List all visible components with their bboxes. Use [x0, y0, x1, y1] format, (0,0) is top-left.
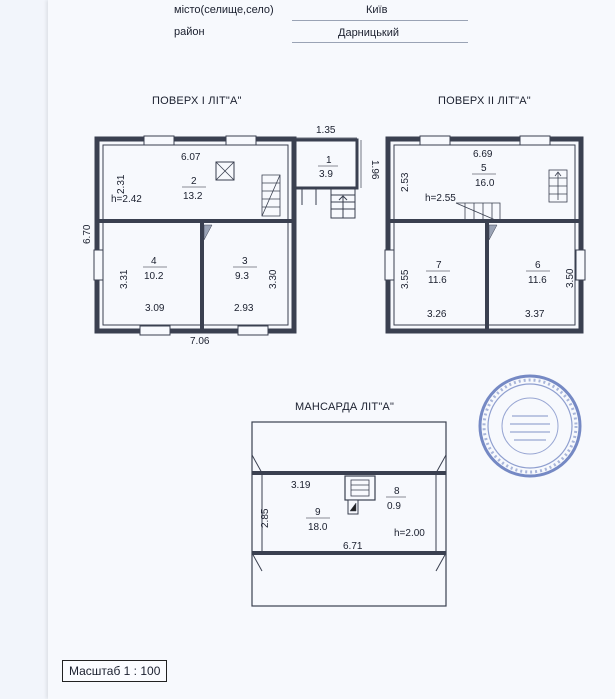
floor2-landing-stair-icon	[455, 202, 501, 223]
scale-label: Масштаб 1 : 100	[62, 660, 168, 682]
room6-h: 3.50	[565, 268, 576, 288]
floor1-stair-icon	[261, 174, 281, 217]
room2-area: 13.2	[183, 191, 203, 202]
district-underline	[292, 42, 468, 43]
room3-w: 2.93	[234, 303, 254, 314]
floor1-dim-bottom: 7.06	[190, 336, 210, 347]
room7-area: 11.6	[428, 275, 447, 286]
floor1-dim-vestibule-h: 1.96	[369, 160, 380, 180]
attic-dim-top: 3.19	[291, 480, 311, 491]
room4-area: 10.2	[144, 271, 164, 282]
room5-area: 16.0	[475, 178, 495, 189]
room7-num: 7	[436, 260, 442, 271]
attic-height: h=2.00	[394, 528, 425, 539]
room5-num: 5	[481, 163, 487, 174]
room4-num: 4	[151, 256, 157, 267]
room9-area: 18.0	[308, 522, 328, 533]
floor1-plan	[93, 135, 362, 336]
room7-h: 3.55	[400, 269, 411, 289]
city-underline	[292, 20, 468, 21]
room4-h: 3.31	[119, 269, 130, 289]
room2-num: 2	[191, 176, 197, 187]
floor2-plan	[384, 135, 586, 334]
floor1-dim-vestibule-w: 1.35	[316, 125, 336, 136]
floor2-stair-icon	[548, 169, 568, 203]
district-label: район	[174, 26, 205, 38]
room3-h: 3.30	[268, 269, 279, 289]
room1-area: 3.9	[319, 169, 333, 180]
attic-plan	[251, 421, 447, 607]
room3-num: 3	[242, 256, 248, 267]
city-value: Київ	[366, 4, 388, 16]
room7-w: 3.26	[427, 309, 447, 320]
floor1-dim-top: 6.07	[181, 152, 201, 163]
floor1-height: h=2.42	[111, 194, 142, 205]
attic-outline	[251, 421, 447, 607]
floor1-dim-room2-h: 2.31	[116, 174, 127, 194]
room8-num: 8	[394, 486, 400, 497]
vestibule-steps-icon	[301, 187, 356, 219]
city-label: місто(селище,село)	[174, 4, 274, 16]
attic-title: МАНСАРДА ЛІТ"А"	[295, 401, 395, 413]
room9-num: 9	[315, 507, 321, 518]
room6-num: 6	[535, 260, 541, 271]
room6-area: 11.6	[528, 275, 547, 286]
attic-dim-left: 2.85	[260, 508, 271, 528]
floor1-vestibule	[293, 138, 359, 190]
attic-stair-icon	[344, 475, 376, 501]
document-sheet	[48, 0, 615, 699]
room3-area: 9.3	[235, 271, 249, 282]
floor1-dim-left: 6.70	[82, 224, 93, 244]
floor2-dim-top: 6.69	[473, 149, 493, 160]
official-stamp-icon	[478, 374, 582, 478]
room4-w: 3.09	[145, 303, 165, 314]
floor2-title: ПОВЕРХ ІІ ЛІТ"А"	[438, 95, 531, 107]
room6-w: 3.37	[525, 309, 545, 320]
room8-area: 0.9	[387, 501, 401, 512]
floor1-title: ПОВЕРХ І ЛІТ"А"	[152, 95, 242, 107]
floor2-outer-wall	[385, 136, 584, 334]
floor2-height: h=2.55	[425, 193, 456, 204]
floor2-dim-room5-h: 2.53	[400, 172, 411, 192]
district-value: Дарницький	[338, 27, 400, 39]
attic-dim-bottom: 6.71	[343, 541, 363, 552]
room1-num: 1	[326, 155, 332, 166]
floor1-outer-wall	[94, 136, 297, 334]
